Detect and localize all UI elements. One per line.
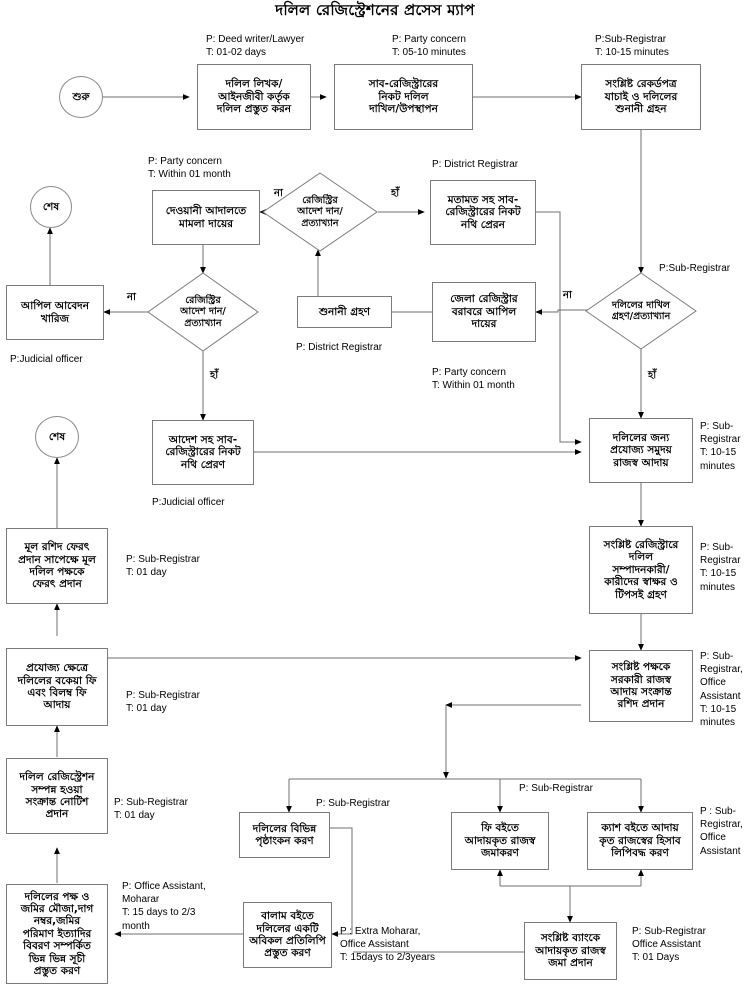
process-n15[interactable]: দলিল রেজিস্ট্রেশন সম্পন্ন হওয়া সংক্রান্…: [6, 758, 108, 834]
process-n05-label: শুনানী গ্রহণ: [318, 305, 370, 318]
annotation-a05: P: District Registrar: [432, 159, 519, 170]
decision-d02-label: রেজিস্ট্রির আদেশ দান/ প্রত্যাখ্যান: [297, 195, 343, 229]
process-n11-label: সংশ্লিষ্ট রেজিস্ট্রারে দলিল সম্পাদনকারী/…: [603, 539, 679, 601]
process-n13[interactable]: মূল রশিদ ফেরৎ প্রদান সাপেক্ষে মূল দলিল প…: [6, 528, 108, 604]
annotation-a13: P: Sub-Registrar T: 01 day: [126, 554, 200, 579]
process-n06-label: মতামত সহ সাব- রেজিস্ট্রারের নিকট নথি প্র…: [445, 193, 521, 231]
annotation-a15: P: Sub- Registrar, Office Assistant T: 1…: [700, 651, 743, 728]
annotation-a11: P: Sub- Registrar T: 10-15 minutes: [700, 421, 741, 472]
process-n21-label: সংশ্লিষ্ট ব্যাংকে আদায়কৃত রাজস্ব জমা প্…: [535, 932, 606, 970]
process-n08[interactable]: আপিল আবেদন খারিজ: [6, 285, 104, 340]
decision-d03-label: রেজিস্ট্রির আদেশ দান/ প্রত্যাখ্যান: [180, 295, 226, 329]
process-n02[interactable]: সাব-রেজিস্ট্রারের নিকট দলিল দাখিল/উপস্থা…: [334, 64, 473, 130]
branch-label-d02-no: না: [274, 188, 283, 200]
branch-label-d03-yes: হাঁ: [210, 370, 218, 382]
annotation-a17: P: Office Assistant, Moharar T: 15 days …: [122, 881, 206, 932]
process-n02-label: সাব-রেজিস্ট্রারের নিকট দলিল দাখিল/উপস্থা…: [368, 78, 439, 116]
process-n19[interactable]: ক্যাশ বইতে আদায় কৃত রাজস্বের হিসাব লিপি…: [587, 812, 693, 870]
annotation-a10: P:Judicial officer: [152, 497, 225, 508]
terminator-start: শুরু: [59, 76, 103, 118]
process-n04-label: জেলা রেজিস্ট্রার বরাবরে আপিল দায়ের: [450, 293, 518, 331]
process-n10-label: দলিলের জন্য প্রযোজ্য সমুদয় রাজস্ব আদায়: [610, 431, 672, 469]
process-n13-label: মূল রশিদ ফেরৎ প্রদান সাপেক্ষে মূল দলিল প…: [18, 541, 96, 591]
decision-d02[interactable]: রেজিস্ট্রির আদেশ দান/ প্রত্যাখ্যান: [262, 172, 378, 252]
annotation-a18: P: Sub-Registrar: [316, 798, 390, 809]
annotation-a19: P: Sub-Registrar: [519, 783, 593, 794]
process-n16[interactable]: দলিলের পক্ষ ও জমির মৌজা,দাগ নম্বর,জমির প…: [6, 884, 108, 984]
process-n05[interactable]: শুনানী গ্রহণ: [297, 296, 392, 328]
terminator-end-mid: শেষ: [35, 416, 79, 458]
process-n09-label: আদেশ সহ সাব- রেজিস্ট্রারের নিকট নথি প্রে…: [165, 433, 241, 471]
branch-label-d02-no-text: না: [274, 188, 283, 199]
branch-label-d01-yes: হাঁ: [648, 370, 656, 382]
terminator-end-mid-label: শেষ: [48, 430, 66, 443]
process-n17-label: দলিলের বিভিন্ন পৃষ্ঠাংকন করণ: [252, 822, 317, 847]
process-n15-label: দলিল রেজিস্ট্রেশন সম্পন্ন হওয়া সংক্রান্…: [19, 771, 95, 821]
process-n18[interactable]: ফি বইতে আদায়কৃত রাজস্ব জমাকরণ: [451, 812, 549, 870]
annotation-a20: P : Sub- Registrar, Office Assistant: [700, 806, 743, 857]
page-title: দলিল রেজিস্ট্রেশনের প্রসেস ম্যাপ: [275, 1, 475, 19]
annotation-a07: P: District Registrar: [296, 342, 383, 353]
decision-d01-label: দলিলের দাখিল গ্রহণ/প্রত্যাখ্যান: [611, 299, 671, 322]
annotation-a21: P : Extra Moharar, Office Assistant T: 1…: [340, 926, 436, 964]
branch-label-d03-yes-text: হাঁ: [210, 370, 219, 381]
annotation-a04: P:Sub-Registrar: [659, 263, 731, 274]
process-n16-label: দলিলের পক্ষ ও জমির মৌজা,দাগ নম্বর,জমির প…: [20, 890, 94, 977]
terminator-end-top: শেষ: [30, 186, 72, 228]
process-n03-label: সংশ্লিষ্ট রেকর্ডপত্র যাচাই ও দলিলের শুনা…: [604, 78, 678, 116]
branch-label-d01-no: না: [563, 290, 572, 302]
process-n19-label: ক্যাশ বইতে আদায় কৃত রাজস্বের হিসাব লিপি…: [599, 822, 681, 860]
process-n03[interactable]: সংশ্লিষ্ট রেকর্ডপত্র যাচাই ও দলিলের শুনা…: [581, 64, 701, 130]
branch-label-d03-no-text: না: [127, 292, 136, 303]
decision-d03[interactable]: রেজিস্ট্রির আদেশ দান/ প্রত্যাখ্যান: [147, 272, 259, 352]
annotation-a16: P: Sub-Registrar T: 01 day: [114, 797, 188, 822]
annotation-a06: P: Party concern T: Within 01 month: [148, 156, 231, 181]
annotation-a03: P:Sub-Registrar T: 10-15 minutes: [595, 34, 669, 59]
process-n12-label: সংশ্লিষ্ট পক্ষকে সরকারী রাজস্ব আদায় সংক…: [610, 661, 672, 711]
process-n21[interactable]: সংশ্লিষ্ট ব্যাংকে আদায়কৃত রাজস্ব জমা প্…: [524, 922, 617, 980]
annotation-a22: P: Sub-Registrar Office Assistant T: 01 …: [632, 926, 706, 964]
process-n14-label: প্রযোজ্য ক্ষেত্রে দলিলের বকেয়া ফি এবং ব…: [17, 662, 97, 712]
process-n01[interactable]: দলিল লিখক/ আইনজীবী কর্তৃক দলিল প্রস্তুত …: [197, 64, 311, 130]
branch-label-d02-yes: হাঁ: [391, 188, 399, 200]
terminator-end-top-label: শেষ: [42, 200, 60, 213]
process-n04[interactable]: জেলা রেজিস্ট্রার বরাবরে আপিল দায়ের: [432, 282, 536, 342]
process-n09[interactable]: আদেশ সহ সাব- রেজিস্ট্রারের নিকট নথি প্রে…: [152, 420, 254, 485]
branch-label-d02-yes-text: হাঁ: [391, 188, 400, 199]
annotation-a08: P: Party concern T: Within 01 month: [432, 367, 515, 392]
branch-label-d01-yes-text: হাঁ: [648, 370, 657, 381]
decision-d01[interactable]: দলিলের দাখিল গ্রহণ/প্রত্যাখ্যান: [585, 272, 697, 350]
process-n11[interactable]: সংশ্লিষ্ট রেজিস্ট্রারে দলিল সম্পাদনকারী/…: [589, 526, 693, 614]
process-n18-label: ফি বইতে আদায়কৃত রাজস্ব জমাকরণ: [464, 822, 536, 860]
annotation-a12: P: Sub- Registrar T: 10-15 minutes: [700, 542, 741, 593]
process-n12[interactable]: সংশ্লিষ্ট পক্ষকে সরকারী রাজস্ব আদায় সংক…: [589, 650, 693, 722]
process-n06[interactable]: মতামত সহ সাব- রেজিস্ট্রারের নিকট নথি প্র…: [430, 180, 536, 245]
annotation-a01: P: Deed writer/Lawyer T: 01-02 days: [206, 34, 305, 59]
annotation-a02: P: Party concern T: 05-10 minutes: [392, 34, 466, 59]
process-n01-label: দলিল লিখক/ আইনজীবী কর্তৃক দলিল প্রস্তুত …: [216, 78, 292, 116]
terminator-start-label: শুরু: [72, 90, 90, 103]
process-n07-label: দেওয়ানী আদালতে মামলা দায়ের: [165, 205, 247, 230]
process-n07[interactable]: দেওয়ানী আদালতে মামলা দায়ের: [152, 190, 260, 245]
process-n14[interactable]: প্রযোজ্য ক্ষেত্রে দলিলের বকেয়া ফি এবং ব…: [6, 648, 108, 726]
process-n20-label: বালাম বইতে দলিলের একটি অবিকল প্রতিলিপি প…: [249, 910, 326, 960]
annotation-a14: P: Sub-Registrar T: 01 day: [126, 690, 200, 715]
annotation-a09: P:Judicial officer: [10, 354, 83, 365]
process-n08-label: আপিল আবেদন খারিজ: [21, 300, 89, 325]
branch-label-d01-no-text: না: [563, 290, 572, 301]
process-n10[interactable]: দলিলের জন্য প্রযোজ্য সমুদয় রাজস্ব আদায়: [589, 418, 693, 483]
branch-label-d03-no: না: [127, 292, 136, 304]
process-n20[interactable]: বালাম বইতে দলিলের একটি অবিকল প্রতিলিপি প…: [243, 902, 332, 968]
process-n17[interactable]: দলিলের বিভিন্ন পৃষ্ঠাংকন করণ: [239, 812, 330, 858]
